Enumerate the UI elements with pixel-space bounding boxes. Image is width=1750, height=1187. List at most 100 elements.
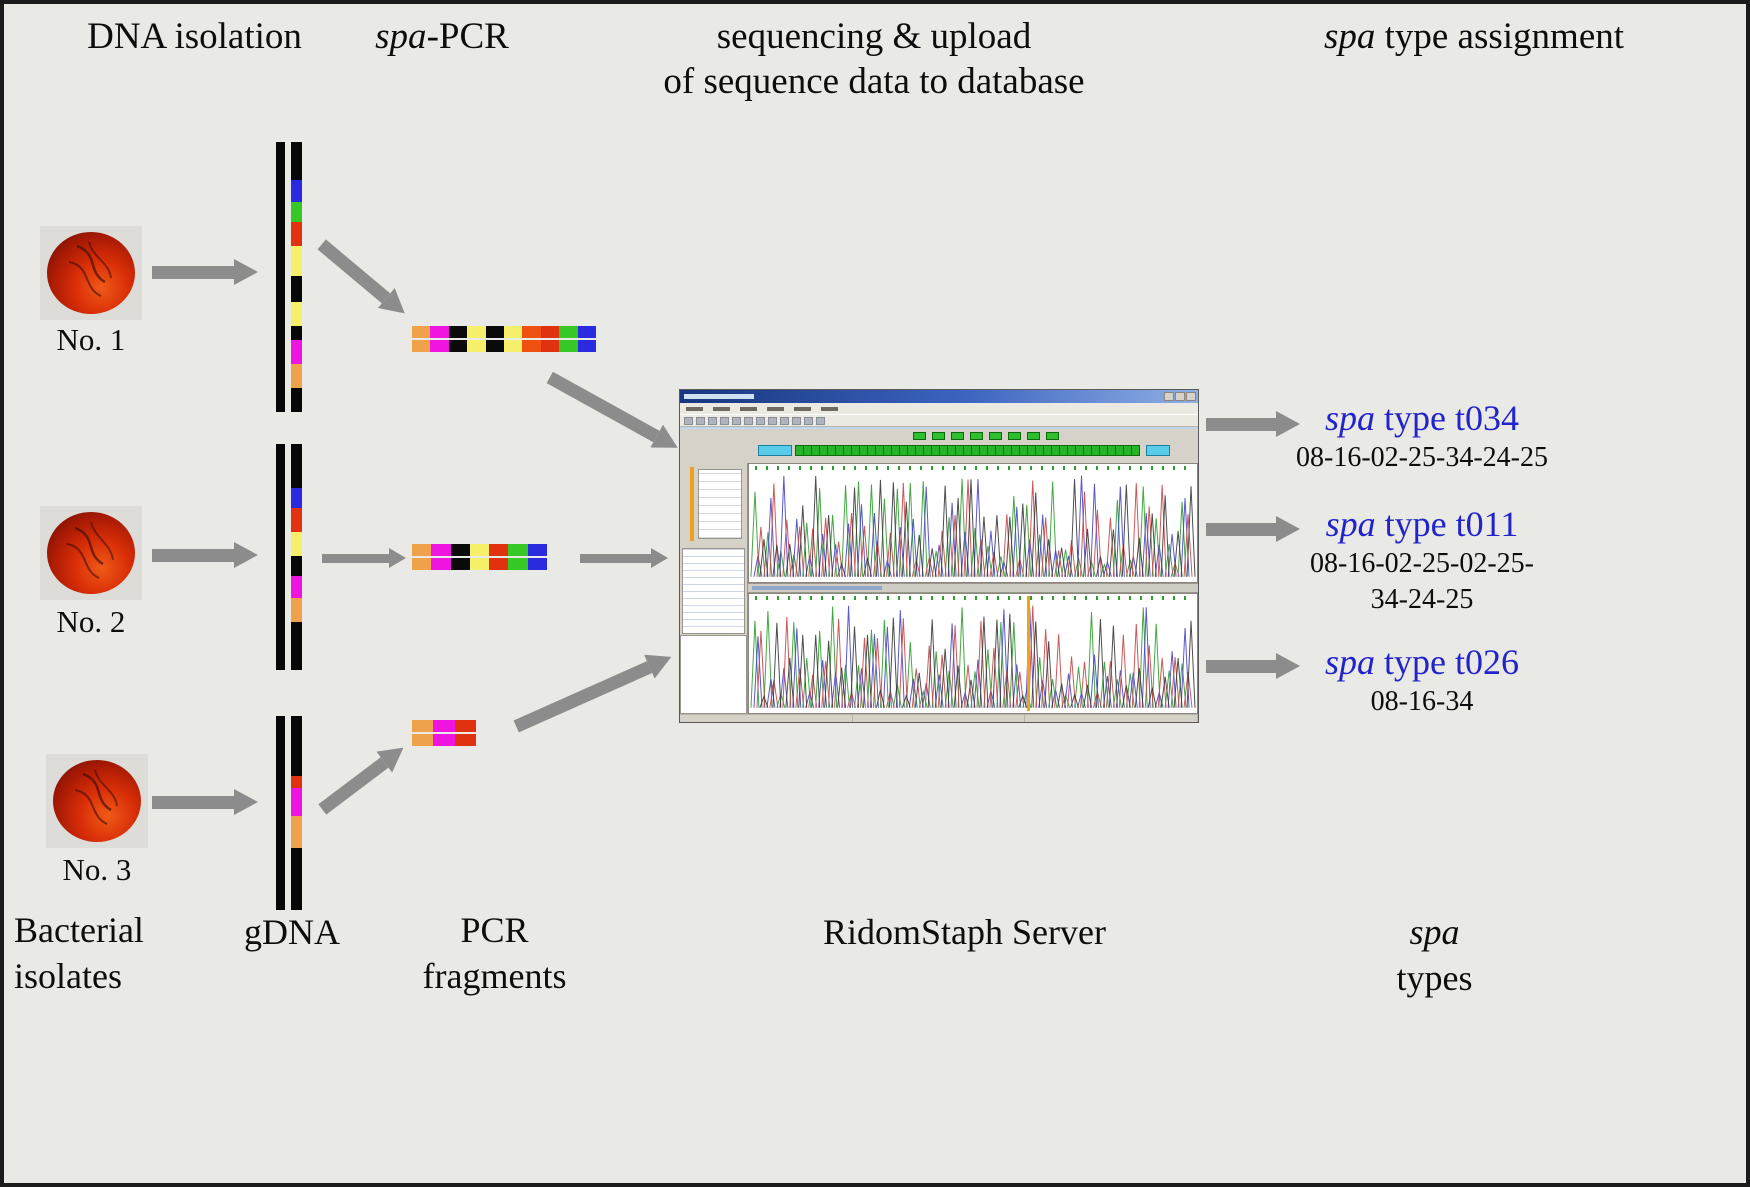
bacterial-streaks-icon xyxy=(74,769,118,825)
label-ridomstaph-server: RidomStaph Server xyxy=(823,912,1106,952)
sidebar-thumbnail xyxy=(698,469,742,539)
sequence-cursor xyxy=(1026,596,1030,711)
result-t011-spa-word: spa xyxy=(1325,504,1376,544)
flank-marker-left xyxy=(758,445,792,456)
quality-blocks xyxy=(913,432,1059,440)
arrow-isolate1-to-gdna xyxy=(152,259,258,285)
close-icon xyxy=(1186,392,1196,401)
gdna-3-strand-b xyxy=(291,716,302,910)
result-t034-type-text: type t034 xyxy=(1375,398,1519,438)
bacterial-streaks-icon xyxy=(68,241,112,297)
result-t011-type-text: type t011 xyxy=(1375,504,1519,544)
arrow-fragment1-to-server xyxy=(544,366,684,460)
chromatogram-trace-2 xyxy=(750,605,1196,708)
petri-dish-3 xyxy=(53,760,141,842)
label-pcr-line1: PCR xyxy=(460,910,529,950)
petri-dish-1 xyxy=(47,232,135,314)
isolate-1-label: No. 1 xyxy=(56,322,126,357)
label-spa-types: spa types xyxy=(1342,909,1527,1001)
arrow-isolate3-to-gdna xyxy=(152,789,258,815)
arrow-isolate2-to-gdna xyxy=(152,542,258,568)
header-spa-pcr-italic-word: spa xyxy=(375,16,427,57)
header-sequencing-line1: sequencing & upload xyxy=(716,16,1032,57)
arrow-server-to-result2 xyxy=(1206,516,1300,542)
basecall-ticks-2 xyxy=(755,596,1191,600)
gdna-1 xyxy=(276,142,302,412)
arrow-gdna3-to-fragment xyxy=(314,737,412,819)
label-bacterial-line2: isolates xyxy=(14,956,122,996)
result-t026-profile: 08-16-34 xyxy=(1370,686,1474,717)
label-pcr-line2: fragments xyxy=(422,956,567,996)
repeat-region-bar xyxy=(795,445,1140,456)
result-t034-type: spa type t034 xyxy=(1266,396,1578,440)
header-assignment-rest: type assignment xyxy=(1375,16,1625,57)
window-menubar xyxy=(680,403,1198,414)
chromatogram-panel-1 xyxy=(748,463,1198,583)
window-title-text xyxy=(684,394,754,399)
isolate-3-label: No. 3 xyxy=(62,852,132,887)
window-titlebar xyxy=(680,390,1198,403)
label-gdna: gDNA xyxy=(244,912,340,952)
arrow-gdna2-to-fragment xyxy=(322,548,406,568)
window-toolbar xyxy=(680,414,1198,427)
label-bacterial-line1: Bacterial xyxy=(14,910,144,950)
pcr-fragment-1 xyxy=(412,326,597,352)
window-sidebar xyxy=(680,463,748,714)
header-spa-type-assignment: spa type assignment xyxy=(1289,14,1659,59)
header-spa-pcr: spa-PCR xyxy=(337,14,547,59)
sidebar-empty-panel xyxy=(680,635,747,714)
arrow-fragment2-to-server xyxy=(580,548,668,568)
header-sequencing-line2: of sequence data to database xyxy=(663,61,1085,102)
sidebar-sample-list xyxy=(682,548,745,634)
pcr-fragment-2 xyxy=(412,544,547,570)
label-spa-types-rest: types xyxy=(1396,958,1473,998)
gdna-2-strand-b xyxy=(291,444,302,670)
flank-marker-right xyxy=(1146,445,1170,456)
result-t011-type: spa type t011 xyxy=(1266,502,1578,546)
arrow-gdna1-to-fragment xyxy=(314,234,414,324)
result-t011-profile: 08-16-02-25-02-25-34-24-25 xyxy=(1310,548,1534,615)
ridom-server-window xyxy=(679,389,1199,723)
result-t026-spa-word: spa xyxy=(1325,642,1376,682)
header-spa-pcr-rest: -PCR xyxy=(426,16,509,57)
label-pcr-fragments: PCR fragments xyxy=(402,907,587,999)
gdna-3-strand-a xyxy=(276,716,285,910)
sidebar-overview-panel xyxy=(680,463,747,547)
minimize-icon xyxy=(1164,392,1174,401)
gdna-1-strand-b xyxy=(291,142,302,412)
chromatogram-panel-2 xyxy=(748,593,1198,714)
result-t034: spa type t034 08-16-02-25-34-24-25 xyxy=(1266,396,1578,476)
alignment-overview-band xyxy=(680,427,1198,463)
result-t026: spa type t026 08-16-34 xyxy=(1266,640,1578,720)
result-t034-spa-word: spa xyxy=(1325,398,1376,438)
label-spa-types-italic-word: spa xyxy=(1409,912,1460,952)
isolate-2-label: No. 2 xyxy=(56,604,126,639)
isolate-2-photo xyxy=(40,506,142,600)
gdna-1-strand-a xyxy=(276,142,285,412)
maximize-icon xyxy=(1175,392,1185,401)
arrow-fragment3-to-server xyxy=(511,644,677,738)
panel-divider xyxy=(748,583,1198,593)
gdna-2-strand-a xyxy=(276,444,285,670)
header-sequencing-upload: sequencing & upload of sequence data to … xyxy=(634,14,1114,104)
window-statusbar xyxy=(680,714,1199,722)
gdna-3 xyxy=(276,716,302,910)
chromatogram-trace-1 xyxy=(750,475,1196,577)
isolate-1-photo xyxy=(40,226,142,320)
header-dna-isolation: DNA isolation xyxy=(87,16,302,57)
arrow-server-to-result1 xyxy=(1206,411,1300,437)
header-assignment-italic-word: spa xyxy=(1323,16,1376,57)
result-t026-type-text: type t026 xyxy=(1375,642,1519,682)
gdna-2 xyxy=(276,444,302,670)
petri-dish-2 xyxy=(47,512,135,594)
basecall-ticks-1 xyxy=(755,466,1191,470)
arrow-server-to-result3 xyxy=(1206,653,1300,679)
result-t011: spa type t011 08-16-02-25-02-25-34-24-25 xyxy=(1266,502,1578,618)
bacterial-streaks-icon xyxy=(66,521,114,579)
result-t034-profile: 08-16-02-25-34-24-25 xyxy=(1296,442,1548,473)
isolate-3-photo xyxy=(46,754,148,848)
pcr-fragment-3 xyxy=(412,720,476,746)
label-bacterial-isolates: Bacterial isolates xyxy=(14,907,184,999)
result-t026-type: spa type t026 xyxy=(1266,640,1578,684)
